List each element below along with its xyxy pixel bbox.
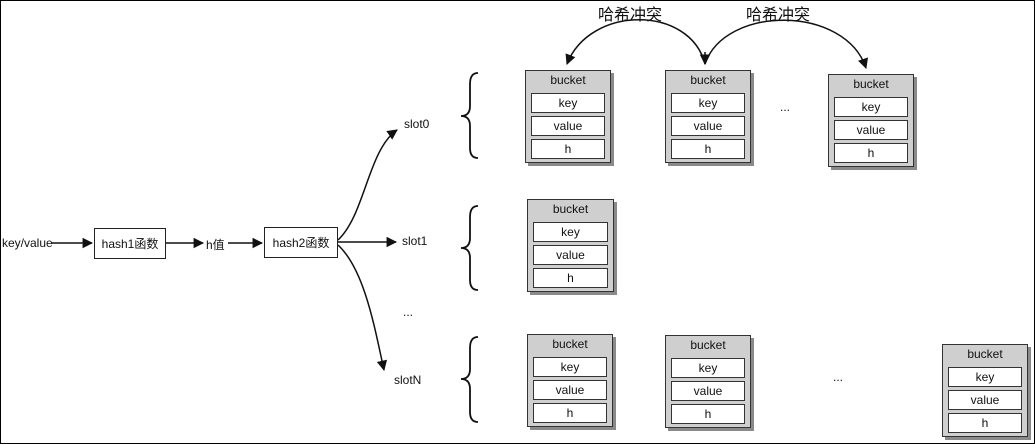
- bucket-h: h: [671, 404, 745, 424]
- bucket-slotN-2: bucket key value h: [665, 335, 751, 428]
- arrow-hash2-to-slotN: [337, 244, 388, 372]
- hash2-box: hash2函数: [264, 227, 338, 258]
- bucket-title: bucket: [552, 202, 589, 216]
- bucket-key: key: [671, 93, 745, 113]
- bucket-key: key: [834, 97, 908, 117]
- bucket-h: h: [533, 403, 607, 423]
- bucket-value: value: [671, 116, 745, 136]
- bucket-ellipsis-rowN: ...: [833, 370, 844, 384]
- brace-slot0: [460, 72, 479, 159]
- bucket-title: bucket: [550, 73, 586, 87]
- hvalue-label: h值: [206, 238, 225, 252]
- slot1-label: slot1: [402, 234, 428, 248]
- bucket-slot0-1: bucket key value h: [525, 70, 611, 163]
- bucket-ellipsis-row0: ...: [780, 100, 791, 114]
- collision-arc-left: [565, 19, 706, 65]
- brace-slotN: [460, 336, 479, 423]
- collision-label-2: 哈希冲突: [746, 5, 811, 24]
- bucket-h: h: [533, 268, 608, 288]
- collision-arc-right: [704, 19, 868, 69]
- input-label: key/value: [2, 236, 53, 250]
- bucket-value: value: [533, 380, 607, 400]
- bucket-value: value: [834, 120, 908, 140]
- slot0-label: slot0: [404, 117, 430, 131]
- slot-ellipsis: ...: [403, 305, 414, 319]
- bucket-key: key: [533, 222, 608, 242]
- hash2-label: hash2函数: [272, 236, 330, 250]
- bucket-h: h: [834, 143, 908, 163]
- bucket-slotN-1: bucket key value h: [527, 334, 613, 427]
- arrow-hash2-to-slot0: [337, 129, 398, 241]
- bucket-h: h: [531, 139, 605, 159]
- bucket-title: bucket: [690, 338, 726, 352]
- bucket-slotN-n: bucket key value h: [942, 344, 1028, 437]
- bucket-title: bucket: [552, 337, 588, 351]
- bucket-slot0-n: bucket key value h: [828, 74, 914, 167]
- bucket-slot0-2: bucket key value h: [665, 70, 751, 163]
- collision-label-1: 哈希冲突: [598, 5, 663, 24]
- bucket-h: h: [671, 139, 745, 159]
- hash1-label: hash1函数: [101, 237, 159, 251]
- bucket-key: key: [533, 357, 607, 377]
- bucket-title: bucket: [853, 77, 889, 91]
- bucket-value: value: [533, 245, 608, 265]
- bucket-value: value: [948, 390, 1022, 410]
- brace-slot1: [460, 205, 479, 291]
- bucket-slot1-1: bucket key value h: [527, 199, 614, 292]
- bucket-h: h: [948, 413, 1022, 433]
- bucket-title: bucket: [690, 73, 726, 87]
- slotN-label: slotN: [394, 373, 422, 387]
- bucket-key: key: [531, 93, 605, 113]
- bucket-key: key: [948, 367, 1022, 387]
- bucket-key: key: [671, 358, 745, 378]
- bucket-title: bucket: [967, 347, 1003, 361]
- bucket-value: value: [671, 381, 745, 401]
- hash1-box: hash1函数: [94, 228, 166, 259]
- bucket-value: value: [531, 116, 605, 136]
